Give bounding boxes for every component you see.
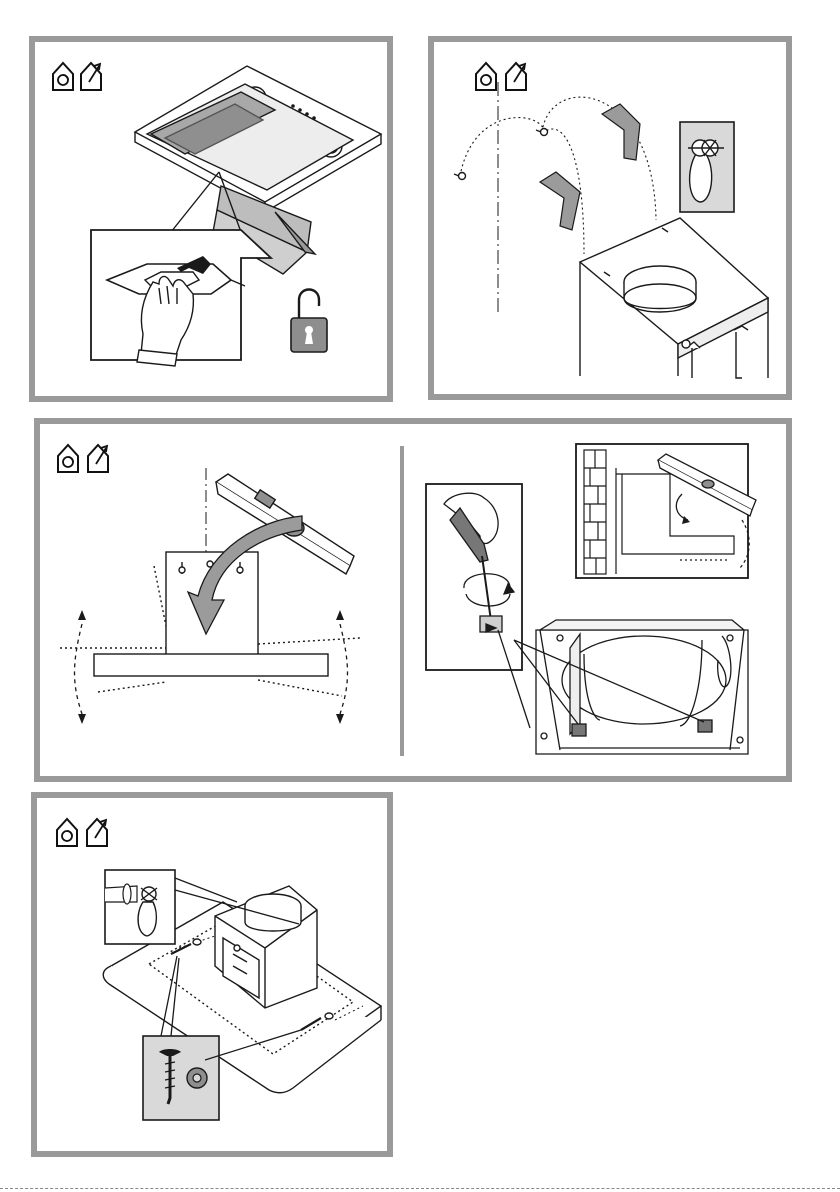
panel-level-and-adjust (34, 418, 792, 782)
recirculation-mode-icon (58, 445, 78, 472)
illustration-unlock-filter (35, 42, 387, 396)
extraction-mode-icon (87, 819, 107, 846)
illustration-fix-with-screws (37, 798, 387, 1151)
illustration-level-and-adjust (40, 424, 786, 776)
recirculation-mode-icon (53, 63, 73, 90)
detail-inset-latch (91, 230, 271, 366)
hood-unit (135, 66, 381, 212)
extraction-mode-icon (81, 63, 101, 90)
screw-washer-icon (143, 1036, 219, 1120)
hood-bottom-view (536, 620, 748, 754)
wall-screw-right (536, 129, 548, 136)
extraction-mode-icon (506, 63, 526, 90)
page-bottom-rule (0, 1188, 840, 1189)
panel-unlock-filter (29, 36, 393, 402)
padlock-open-icon (291, 290, 327, 353)
keyhole-slot-icon (680, 122, 734, 212)
keyhole-detail-inset (105, 870, 175, 944)
panel-fix-with-screws (31, 792, 393, 1157)
recirculation-mode-icon (476, 63, 496, 90)
illustration-hang-on-screws (434, 42, 786, 394)
panel-hang-on-screws (428, 36, 792, 400)
extraction-mode-icon (88, 445, 108, 472)
lift-arrow-left (540, 172, 580, 230)
side-view-inset (576, 444, 756, 578)
lift-arrow-right (602, 104, 640, 160)
wall-screw-left (454, 173, 466, 180)
recirculation-mode-icon (57, 819, 77, 846)
screwdriver-inset (426, 484, 522, 670)
hood-box (580, 218, 768, 378)
hang-path-right (542, 97, 656, 220)
